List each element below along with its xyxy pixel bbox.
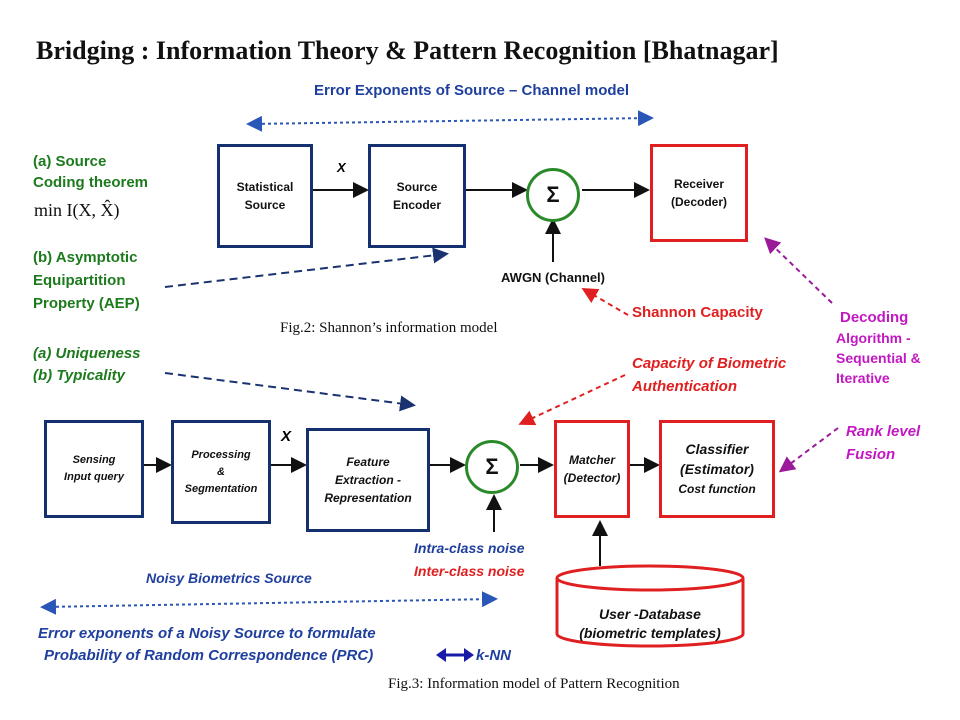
- fig2-caption: Fig.2: Shannon’s information model: [280, 320, 498, 336]
- processing-box: Processing&Segmentation: [171, 420, 271, 524]
- fig3-sum-node: Σ: [465, 440, 519, 494]
- error-exponents-line1: Error exponents of a Noisy Source to for…: [38, 625, 376, 642]
- top-double-arrow: [246, 110, 654, 132]
- page-title: Bridging : Information Theory & Pattern …: [36, 36, 779, 65]
- intra-class-noise: Intra-class noise: [414, 540, 525, 556]
- capacity-biometric-label: Capacity of Biometric Authentication: [632, 355, 787, 395]
- classifier-box: Classifier (Estimator) Cost function: [659, 420, 775, 518]
- typicality-arrow: [164, 372, 416, 412]
- capacity-bio-arrow: [518, 374, 626, 426]
- aep-label: (b) Asymptotic Equipartition Property (A…: [33, 249, 140, 312]
- error-exponents-line2: Probability of Random Correspondence (PR…: [44, 647, 374, 664]
- bottom-double-arrow: [40, 591, 498, 615]
- rank-fusion-label: Rank level Fusion: [846, 423, 921, 463]
- inter-class-noise: Inter-class noise: [414, 563, 525, 579]
- user-database-label: User -Database (biometric templates): [579, 606, 721, 641]
- matcher-box: Matcher(Detector): [554, 420, 630, 518]
- receiver-decoder-box: Receiver(Decoder): [650, 144, 748, 242]
- top-banner: Error Exponents of Source – Channel mode…: [314, 82, 630, 99]
- database-cylinder-icon: [555, 564, 745, 648]
- shannon-capacity-label: Shannon Capacity: [632, 304, 763, 321]
- source-coding-label: (a) Source Coding theorem: [33, 153, 148, 191]
- awgn-label: AWGN (Channel): [501, 270, 605, 285]
- knn-label: k-NN: [476, 647, 512, 664]
- fig3-x-label: X: [281, 428, 292, 445]
- mutual-info-formula: min I(X, X̂): [34, 200, 120, 220]
- fig2-sum-node: Σ: [526, 168, 580, 222]
- rank-fusion-arrow: [778, 427, 839, 473]
- knn-double-arrow: [436, 648, 474, 662]
- aep-properties: (a) Uniqueness (b) Typicality: [33, 345, 141, 384]
- fig2-x-label: X: [337, 160, 346, 175]
- decoding-algorithm-label: Decoding Algorithm - Sequential & Iterat…: [836, 309, 921, 386]
- decoding-arrow: [764, 237, 833, 304]
- noisy-source-label: Noisy Biometrics Source: [146, 570, 312, 586]
- aep-arrow: [164, 247, 449, 288]
- shannon-capacity-arrow: [581, 287, 629, 316]
- fig3-caption: Fig.3: Information model of Pattern Reco…: [388, 676, 680, 692]
